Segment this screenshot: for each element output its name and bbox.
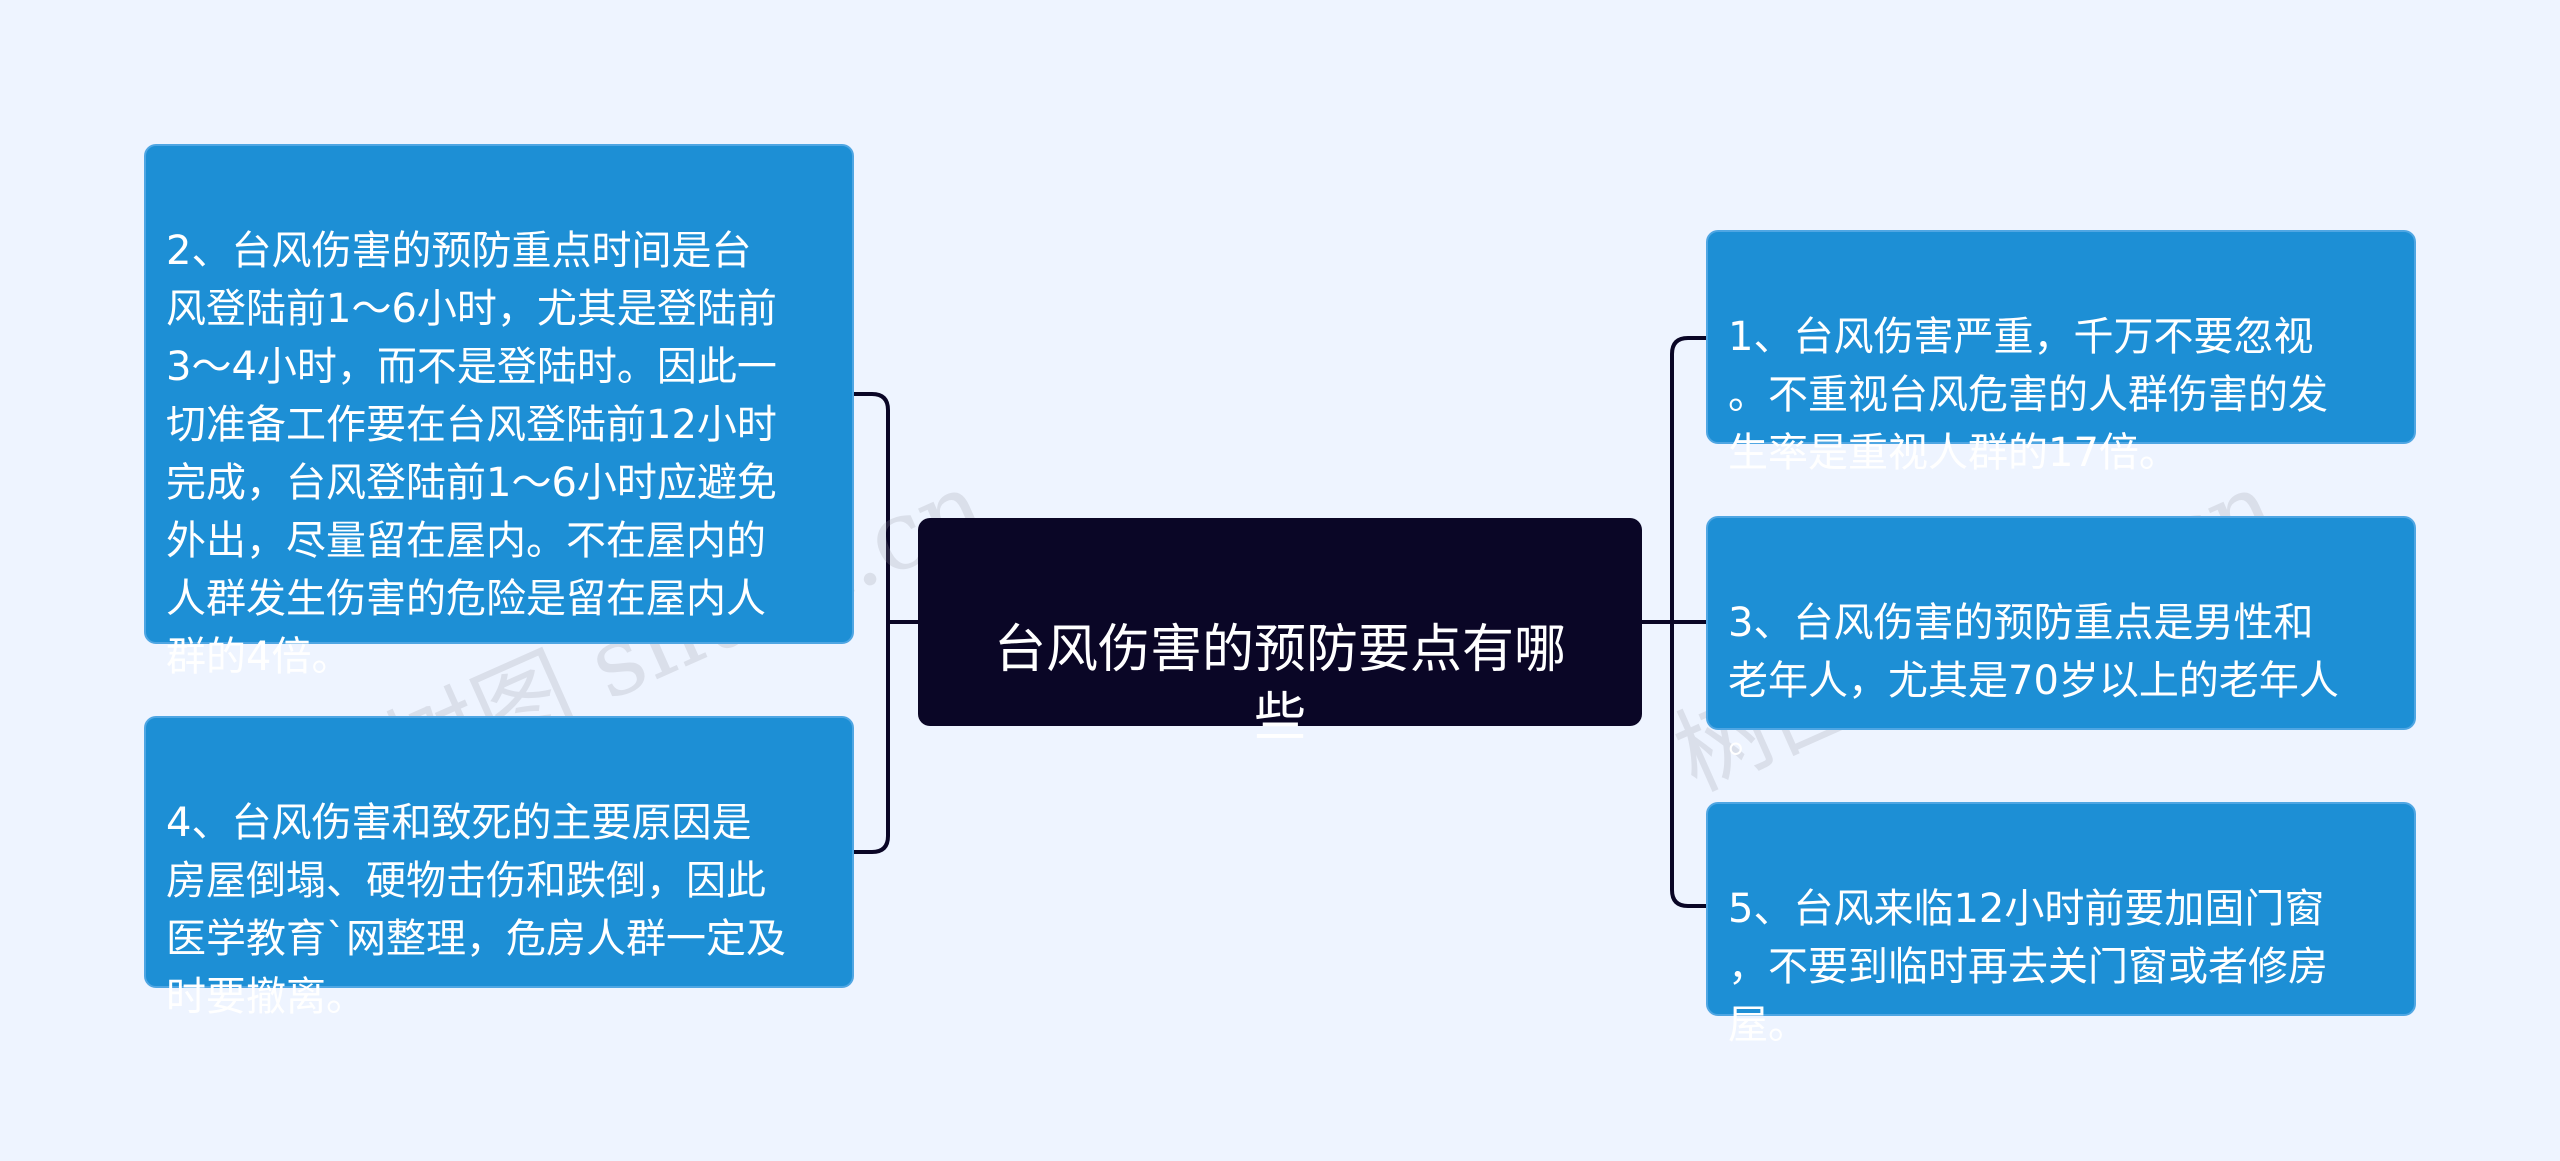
left-node-2[interactable]: 2、台风伤害的预防重点时间是台 风登陆前1～6小时，尤其是登陆前 3～4小时，而… — [144, 144, 854, 680]
right-node-5-text: 5、台风来临12小时前要加固门窗 ，不要到临时再去关门窗或者修房 屋。 — [1728, 886, 2328, 1048]
connector-left-node-2 — [852, 392, 890, 624]
central-topic-text: 台风伤害的预防要点有哪 些 — [993, 620, 1566, 748]
right-node-3[interactable]: 3、台风伤害的预防重点是男性和 老年人，尤其是70岁以上的老年人 。 — [1706, 516, 2416, 762]
right-node-5[interactable]: 5、台风来临12小时前要加固门窗 ，不要到临时再去关门窗或者修房 屋。 — [1706, 802, 2416, 1048]
left-node-4[interactable]: 4、台风伤害和致死的主要原因是 房屋倒塌、硬物击伤和跌倒，因此 医学教育`网整理… — [144, 716, 854, 1020]
left-node-2-text: 2、台风伤害的预防重点时间是台 风登陆前1～6小时，尤其是登陆前 3～4小时，而… — [166, 228, 777, 680]
right-node-1-text: 1、台风伤害严重，千万不要忽视 。不重视台风危害的人群伤害的发 生率是重视人群的… — [1728, 314, 2328, 476]
connector-right-node-5 — [1670, 620, 1708, 908]
central-topic[interactable]: 台风伤害的预防要点有哪 些 — [918, 518, 1642, 748]
right-node-1[interactable]: 1、台风伤害严重，千万不要忽视 。不重视台风危害的人群伤害的发 生率是重视人群的… — [1706, 230, 2416, 476]
left-node-4-text: 4、台风伤害和致死的主要原因是 房屋倒塌、硬物击伤和跌倒，因此 医学教育`网整理… — [166, 800, 786, 1020]
connector-right-node-1 — [1670, 336, 1708, 624]
connector-left-node-4 — [852, 620, 890, 854]
right-node-3-text: 3、台风伤害的预防重点是男性和 老年人，尤其是70岁以上的老年人 。 — [1728, 600, 2339, 762]
